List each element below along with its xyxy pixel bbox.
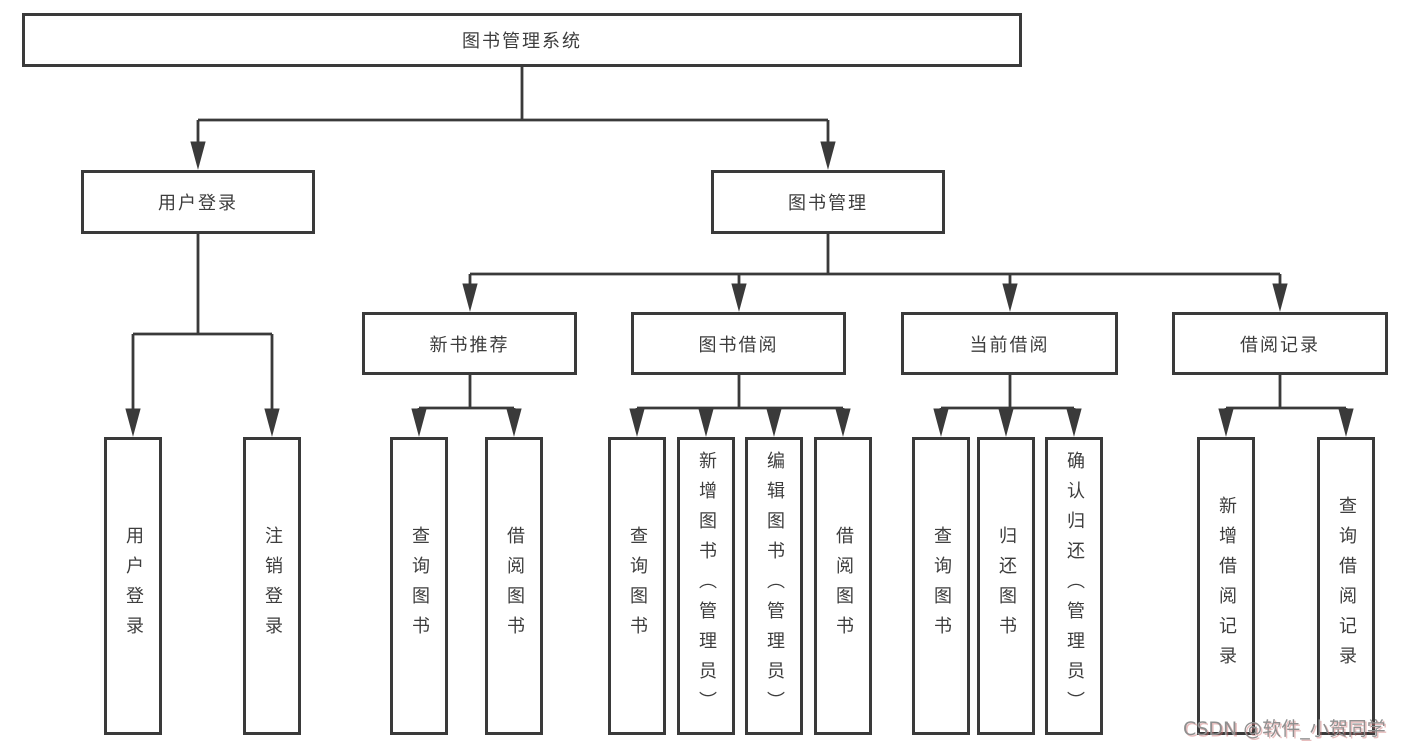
arrowhead-icon — [462, 283, 478, 312]
leaf-user-login: 用户登录 — [104, 437, 162, 735]
arrowhead-icon — [190, 141, 206, 170]
node-new-book-recommend: 新书推荐 — [362, 312, 577, 375]
leaf-add-book-admin: 新增图书（管理员） — [677, 437, 735, 735]
arrowhead-icon — [1338, 408, 1354, 437]
node-current-borrowing-label: 当前借阅 — [969, 334, 1050, 356]
node-borrowing-records-label: 借阅记录 — [1240, 334, 1320, 356]
connector-root-to-level2 — [190, 67, 836, 170]
leaf-borrow-books: 借阅图书 — [814, 437, 872, 735]
leaf-search-books-borrow-label: 查询图书 — [627, 526, 648, 646]
connector-current-borrowing — [933, 375, 1082, 437]
leaf-return-books-label: 归还图书 — [996, 526, 1017, 646]
leaf-edit-book-admin-label: 编辑图书（管理员） — [764, 451, 785, 721]
leaf-search-books-recommend: 查询图书 — [390, 437, 448, 735]
arrowhead-icon — [820, 141, 836, 170]
node-user-login-label: 用户登录 — [158, 193, 238, 214]
arrowhead-icon — [411, 408, 427, 437]
leaf-search-books-recommend-label: 查询图书 — [409, 526, 430, 646]
arrowhead-icon — [698, 408, 714, 437]
node-book-management: 图书管理 — [711, 170, 945, 234]
connector-borrowing-records — [1218, 375, 1354, 437]
node-book-borrowing-label: 图书借阅 — [698, 334, 779, 356]
arrowhead-icon — [125, 408, 141, 437]
leaf-search-books-borrow: 查询图书 — [608, 437, 666, 735]
node-book-borrowing: 图书借阅 — [631, 312, 846, 375]
connector-book-management — [462, 234, 1288, 312]
leaf-user-login-label: 用户登录 — [123, 526, 144, 646]
node-library-system-label: 图书管理系统 — [462, 31, 582, 52]
node-current-borrowing: 当前借阅 — [901, 312, 1118, 375]
leaf-search-books-current: 查询图书 — [912, 437, 970, 735]
leaf-borrow-books-label: 借阅图书 — [833, 526, 854, 646]
leaf-edit-book-admin: 编辑图书（管理员） — [745, 437, 803, 735]
arrowhead-icon — [506, 408, 522, 437]
arrowhead-icon — [933, 408, 949, 437]
leaf-confirm-return-admin: 确认归还（管理员） — [1045, 437, 1103, 735]
leaf-search-books-current-label: 查询图书 — [931, 526, 952, 646]
arrowhead-icon — [1002, 283, 1018, 312]
connector-book-borrowing — [629, 375, 851, 437]
leaf-search-borrow-record-label: 查询借阅记录 — [1336, 496, 1357, 676]
node-borrowing-records: 借阅记录 — [1172, 312, 1388, 375]
arrowhead-icon — [629, 408, 645, 437]
node-new-book-recommend-label: 新书推荐 — [429, 334, 510, 356]
node-library-system: 图书管理系统 — [22, 13, 1022, 67]
leaf-add-borrow-record: 新增借阅记录 — [1197, 437, 1255, 735]
leaf-borrow-books-recommend: 借阅图书 — [485, 437, 543, 735]
leaf-search-borrow-record: 查询借阅记录 — [1317, 437, 1375, 735]
leaf-logout-label: 注销登录 — [262, 526, 283, 646]
watermark: CSDN @软件_小贺同学 — [1183, 718, 1386, 740]
arrowhead-icon — [1272, 283, 1288, 312]
leaf-confirm-return-admin-label: 确认归还（管理员） — [1064, 451, 1085, 721]
node-book-management-label: 图书管理 — [788, 193, 868, 214]
arrowhead-icon — [731, 283, 747, 312]
leaf-add-book-admin-label: 新增图书（管理员） — [696, 451, 717, 721]
node-user-login: 用户登录 — [81, 170, 315, 234]
arrowhead-icon — [264, 408, 280, 437]
leaf-borrow-books-recommend-label: 借阅图书 — [504, 526, 525, 646]
arrowhead-icon — [1066, 408, 1082, 437]
arrowhead-icon — [766, 408, 782, 437]
connector-new-book-recommend — [411, 375, 522, 437]
arrowhead-icon — [1218, 408, 1234, 437]
leaf-add-borrow-record-label: 新增借阅记录 — [1216, 496, 1237, 676]
arrowhead-icon — [998, 408, 1014, 437]
arrowhead-icon — [835, 408, 851, 437]
leaf-logout: 注销登录 — [243, 437, 301, 735]
connector-user-login — [125, 234, 280, 437]
leaf-return-books: 归还图书 — [977, 437, 1035, 735]
